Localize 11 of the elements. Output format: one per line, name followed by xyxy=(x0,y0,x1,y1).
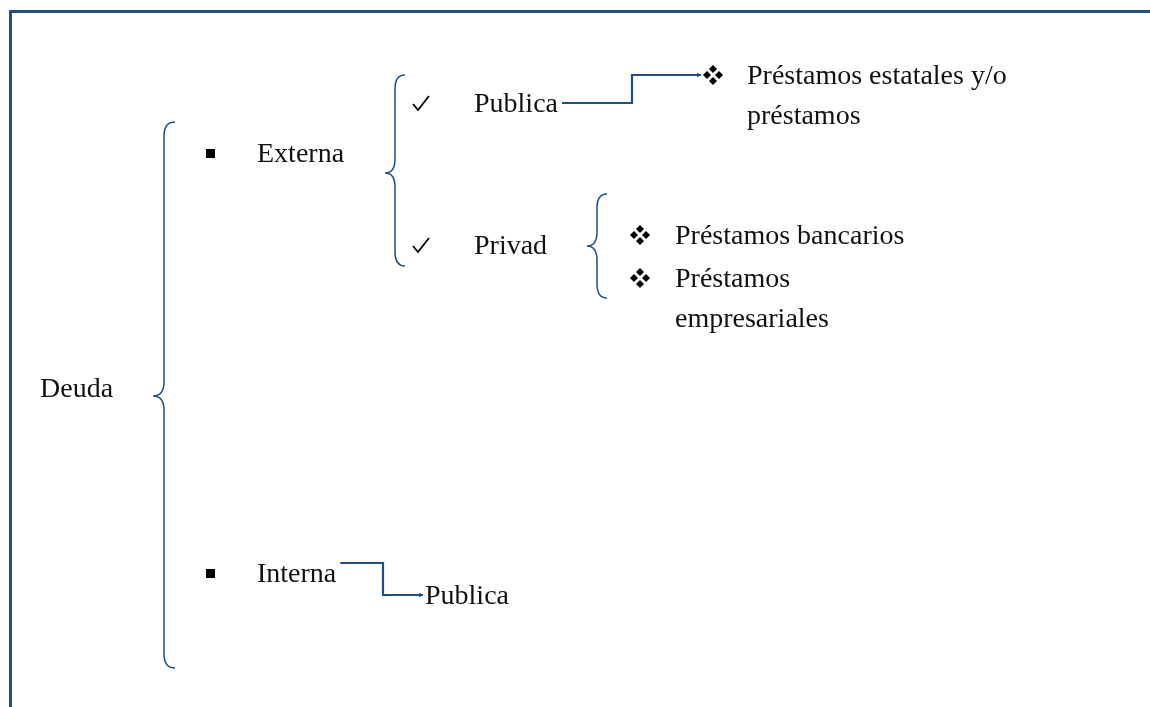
list-item-text: Publica xyxy=(425,578,509,612)
list-item-text: Préstamos estatales y/o préstamos xyxy=(747,58,1008,132)
elbow-arrow xyxy=(562,72,702,105)
elbow-arrow xyxy=(340,561,424,598)
list-item-text: Préstamos empresariales xyxy=(675,261,830,335)
list-item-text: Préstamos bancarios xyxy=(675,218,905,252)
list-item-text: Publica xyxy=(474,86,558,120)
list-item-text: Externa xyxy=(257,136,345,170)
list-item-text: Interna xyxy=(257,556,337,590)
list-item-text: Deuda xyxy=(40,371,114,405)
list-item-text: Privad xyxy=(474,228,548,262)
